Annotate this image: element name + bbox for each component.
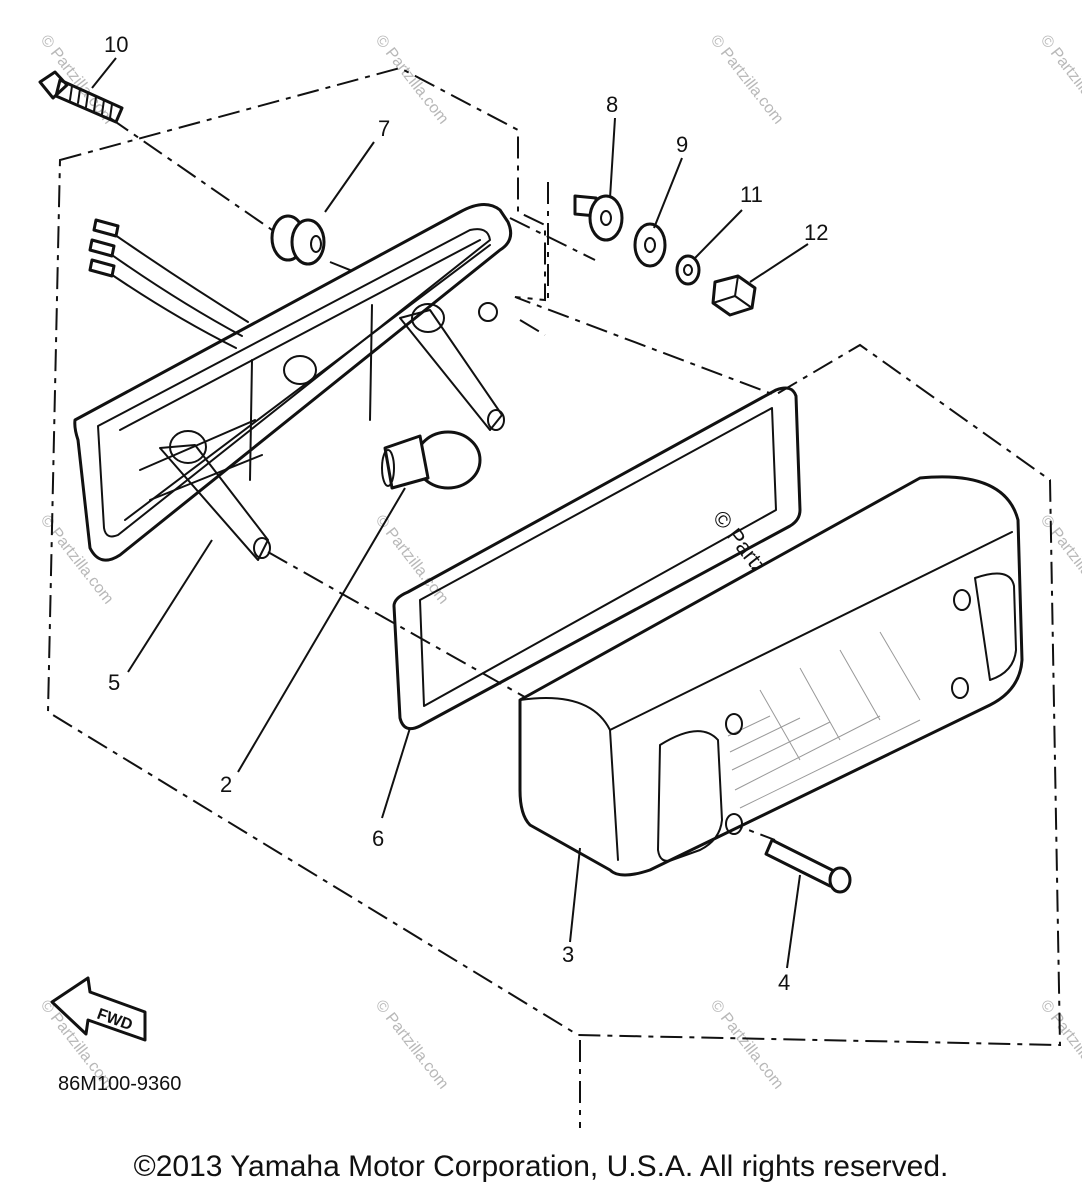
- alignment-line: [109, 117, 276, 233]
- gasket-part-6[interactable]: [392, 386, 802, 731]
- screw-part-10[interactable]: [38, 70, 124, 124]
- callout-number: 10: [104, 32, 128, 57]
- nut-part-12[interactable]: [711, 274, 757, 317]
- bulb-part-2[interactable]: [381, 430, 482, 490]
- callout-number: 12: [804, 220, 828, 245]
- watermark: © Partzilla.com: [372, 512, 452, 607]
- watermark: © Partzilla.com: [372, 997, 452, 1092]
- callout-number: 6: [372, 826, 384, 851]
- grommet-part-7[interactable]: [270, 214, 326, 266]
- alignment-line: [519, 319, 546, 336]
- lamp-housing-part-5[interactable]: [73, 203, 513, 562]
- watermark: © Partzilla.com: [707, 997, 787, 1092]
- leader-lines: [91, 57, 809, 969]
- screw-part-4[interactable]: [764, 838, 852, 894]
- callout-number: 5: [108, 670, 120, 695]
- callout-number: 2: [220, 772, 232, 797]
- callouts: 10 7 8 9 11 12 5 2 6 3 4: [104, 32, 828, 995]
- callout-number: 7: [378, 116, 390, 141]
- callout-number: 11: [740, 182, 763, 207]
- alignment-line: [509, 217, 596, 261]
- assembly-boundary: [46, 66, 1062, 1047]
- lens-part-3[interactable]: [518, 475, 1024, 877]
- lock-washer-part-11[interactable]: [675, 254, 701, 286]
- watermark: © Partzilla.com: [707, 32, 787, 127]
- callout-number: 3: [562, 942, 574, 967]
- callout-number: 9: [676, 132, 688, 157]
- alignment-line: [267, 551, 531, 701]
- washer-part-9[interactable]: [633, 222, 667, 268]
- copyright-notice: ©2013 Yamaha Motor Corporation, U.S.A. A…: [133, 1150, 949, 1183]
- callout-number: 8: [606, 92, 618, 117]
- diagram-code: 86M100-9360: [58, 1073, 181, 1095]
- collar-part-8[interactable]: [573, 194, 624, 242]
- watermark: © Partzilla.com: [1037, 32, 1082, 127]
- callout-number: 4: [778, 970, 790, 995]
- watermark: © Partzilla.com: [372, 32, 452, 127]
- watermark: © Partzilla.com: [1037, 512, 1082, 607]
- wire-harness: [88, 218, 249, 349]
